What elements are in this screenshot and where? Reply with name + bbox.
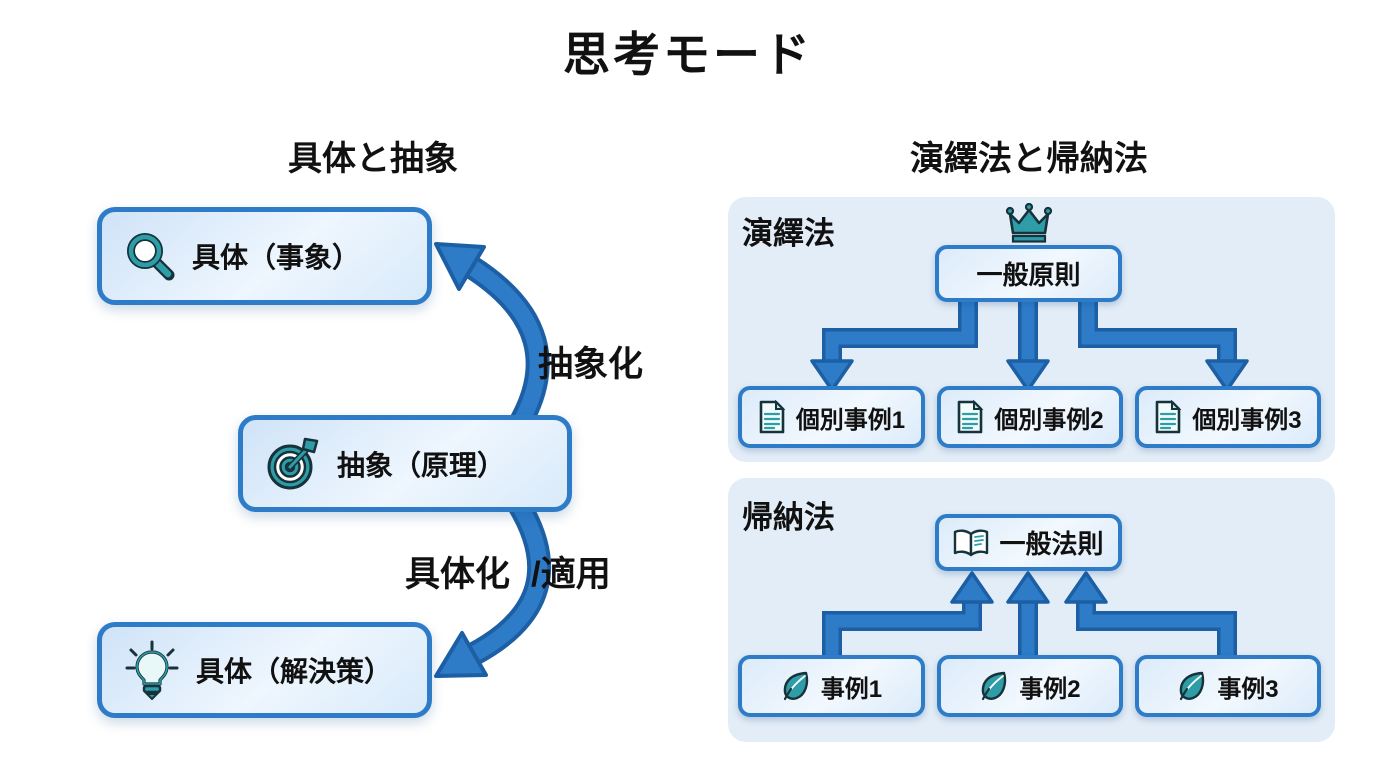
abstract-principle-box: 抽象（原理）: [238, 415, 572, 512]
box-label: 個別事例2: [994, 406, 1104, 434]
book-icon: [954, 528, 989, 556]
box-label: 個別事例1: [795, 406, 906, 434]
general-law-box: 一般法則: [935, 514, 1122, 571]
example-2-box: 事例2: [937, 655, 1123, 717]
deduction-panel-label: 演繹法: [742, 216, 835, 251]
page-title: 思考モード: [563, 28, 813, 81]
apply-arrow-label: /適用: [531, 555, 611, 594]
individual-case-2-box: 個別事例2: [937, 386, 1123, 448]
abstraction-arrow: [434, 242, 550, 442]
individual-case-3-box: 個別事例3: [1135, 386, 1321, 448]
leaf-icon: [783, 671, 808, 701]
box-label: 具体（解決策）: [196, 656, 393, 687]
concrete-phenomenon-box: 具体（事象）: [97, 207, 432, 305]
box-label: 事例3: [1217, 675, 1279, 703]
document-icon: [759, 400, 786, 434]
document-icon: [1156, 400, 1182, 434]
lightbulb-icon: [125, 640, 179, 700]
box-label: 一般法則: [999, 529, 1104, 559]
leaf-icon: [1180, 671, 1205, 701]
magnifier-icon: [127, 233, 175, 281]
leaf-icon: [982, 671, 1007, 701]
box-label: 個別事例3: [1192, 406, 1302, 434]
box-label: 抽象（原理）: [337, 449, 506, 481]
abstraction-arrow-label: 抽象化: [538, 345, 644, 384]
example-1-box: 事例1: [738, 655, 925, 717]
document-icon: [958, 400, 984, 434]
induction-panel-label: 帰納法: [742, 500, 835, 535]
left-section-heading: 具体と抽象: [288, 140, 458, 178]
target-icon: [267, 437, 319, 489]
concretize-arrow-label: 具体化: [405, 555, 511, 594]
box-label: 具体（事象）: [192, 242, 361, 273]
concrete-solution-box: 具体（解決策）: [97, 622, 432, 718]
box-label: 事例2: [1019, 675, 1081, 703]
crown-icon: [1002, 202, 1056, 248]
example-3-box: 事例3: [1135, 655, 1321, 717]
box-label: 事例1: [820, 675, 883, 703]
box-label: 一般原則: [976, 260, 1081, 290]
individual-case-1-box: 個別事例1: [738, 386, 925, 448]
right-section-heading: 演繹法と帰納法: [910, 140, 1148, 178]
general-principle-box: 一般原則: [935, 245, 1122, 302]
